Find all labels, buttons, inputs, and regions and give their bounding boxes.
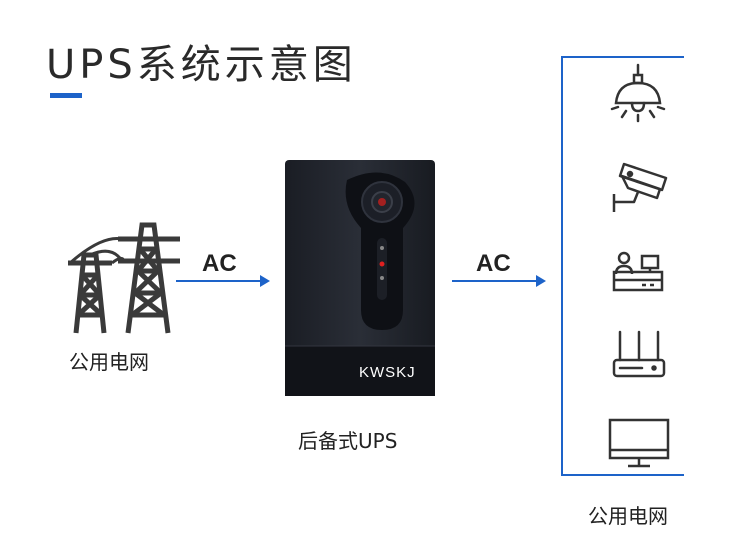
ups-device-icon — [285, 160, 435, 396]
page-title: UPS系统示意图 — [46, 32, 357, 90]
ups-brand-label: KWSKJ — [359, 364, 416, 381]
title-underline — [50, 93, 82, 98]
power-tower-icon — [62, 215, 182, 335]
arrow-right-icon-2 — [452, 273, 548, 289]
cctv-camera-icon — [610, 160, 670, 214]
loads-label: 公用电网 — [588, 500, 668, 529]
grid-label: 公用电网 — [69, 346, 149, 375]
reception-desk-icon — [612, 250, 664, 292]
ceiling-lamp-icon — [610, 63, 666, 125]
monitor-icon — [608, 418, 670, 470]
arrow-right-icon — [176, 273, 272, 289]
ups-caption: 后备式UPS — [298, 425, 397, 454]
wifi-router-icon — [612, 328, 666, 380]
